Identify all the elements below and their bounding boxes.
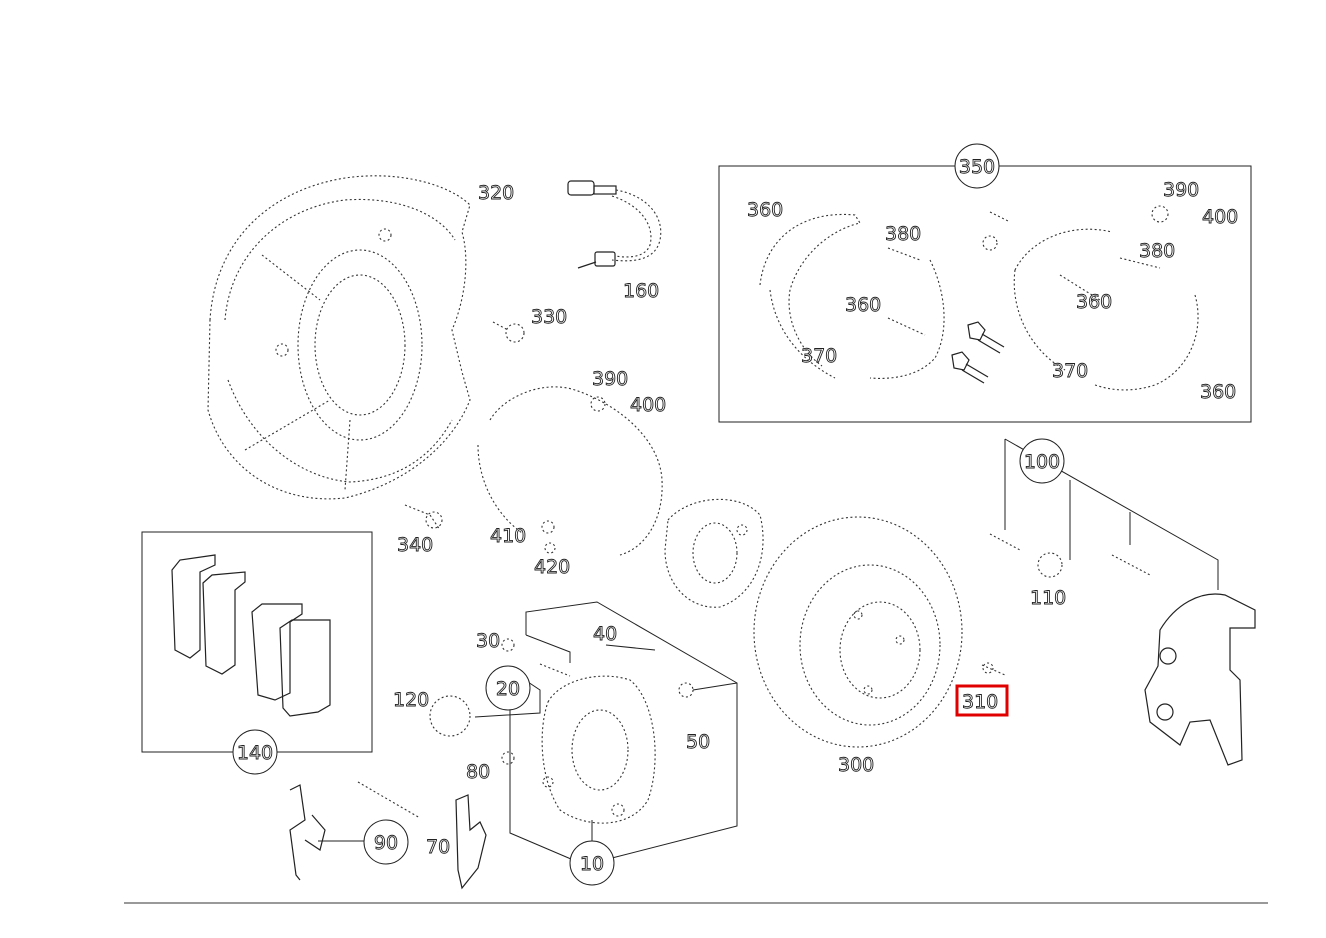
label-390-a[interactable]: 390 bbox=[1163, 179, 1200, 202]
label-300[interactable]: 300 bbox=[838, 754, 875, 777]
caliper-carrier-part[interactable] bbox=[989, 533, 1256, 766]
part-labels: 30 40 50 70 80 110 120 160 300 310 320 3… bbox=[393, 179, 1239, 859]
callout-10-label: 10 bbox=[580, 853, 604, 875]
label-30[interactable]: 30 bbox=[476, 630, 501, 653]
label-110[interactable]: 110 bbox=[1030, 587, 1067, 610]
callout-20[interactable]: 20 bbox=[485, 665, 531, 711]
hub-part[interactable] bbox=[664, 498, 764, 608]
kit-shoe-left-part[interactable] bbox=[759, 213, 945, 379]
label-160[interactable]: 160 bbox=[623, 280, 660, 303]
callout-140-label: 140 bbox=[237, 742, 273, 764]
label-380-b[interactable]: 380 bbox=[1139, 240, 1176, 263]
wear-sensor-part[interactable] bbox=[567, 180, 662, 269]
caliper-part[interactable] bbox=[541, 675, 656, 824]
label-310[interactable]: 310 bbox=[962, 691, 999, 714]
label-400-a[interactable]: 400 bbox=[1202, 206, 1239, 229]
kit-bolts-part[interactable] bbox=[951, 211, 1011, 384]
label-360-d[interactable]: 360 bbox=[1200, 381, 1237, 404]
label-370-a[interactable]: 370 bbox=[801, 345, 838, 368]
bolt-340-part[interactable] bbox=[404, 504, 443, 531]
label-50[interactable]: 50 bbox=[686, 731, 711, 754]
spring-clip-part[interactable] bbox=[289, 781, 421, 881]
brake-pads-part[interactable] bbox=[171, 554, 331, 717]
parking-brake-shoe-part[interactable] bbox=[477, 386, 663, 556]
callout-140[interactable]: 140 bbox=[232, 729, 278, 775]
callout-90[interactable]: 90 bbox=[363, 819, 409, 865]
callout-350-label: 350 bbox=[959, 156, 995, 178]
label-410[interactable]: 410 bbox=[490, 525, 527, 548]
screw-310-part[interactable] bbox=[981, 662, 1006, 676]
leader-lines bbox=[318, 438, 1219, 863]
brake-disc-part[interactable] bbox=[753, 516, 963, 748]
callout-20-label: 20 bbox=[496, 678, 520, 700]
label-340[interactable]: 340 bbox=[397, 534, 434, 557]
parking-brake-kit-frame bbox=[718, 165, 1252, 423]
callout-100-label: 100 bbox=[1024, 451, 1060, 473]
label-80[interactable]: 80 bbox=[466, 761, 491, 784]
callout-350[interactable]: 350 bbox=[954, 143, 1000, 189]
label-370-b[interactable]: 370 bbox=[1052, 360, 1089, 383]
selected-part-highlight bbox=[955, 684, 1009, 717]
label-360-b[interactable]: 360 bbox=[845, 294, 882, 317]
callout-100[interactable]: 100 bbox=[1019, 438, 1065, 484]
retaining-pin-part[interactable] bbox=[455, 794, 487, 890]
label-420[interactable]: 420 bbox=[534, 556, 571, 579]
bolt-330-part[interactable] bbox=[492, 321, 525, 343]
label-40[interactable]: 40 bbox=[593, 623, 618, 646]
kit-shoe-right-part[interactable] bbox=[1013, 205, 1199, 391]
bleed-screw-part[interactable] bbox=[429, 638, 694, 765]
label-120[interactable]: 120 bbox=[393, 689, 430, 712]
label-360-a[interactable]: 360 bbox=[747, 199, 784, 222]
label-390-b[interactable]: 390 bbox=[592, 368, 629, 391]
label-360-c[interactable]: 360 bbox=[1076, 291, 1113, 314]
callout-90-label: 90 bbox=[374, 832, 398, 854]
dust-shield-part[interactable] bbox=[207, 175, 471, 500]
label-320[interactable]: 320 bbox=[478, 182, 515, 205]
label-330[interactable]: 330 bbox=[531, 306, 568, 329]
label-70[interactable]: 70 bbox=[426, 836, 451, 859]
label-400-b[interactable]: 400 bbox=[630, 394, 667, 417]
callout-10[interactable]: 10 bbox=[569, 840, 615, 886]
label-380-a[interactable]: 380 bbox=[885, 223, 922, 246]
